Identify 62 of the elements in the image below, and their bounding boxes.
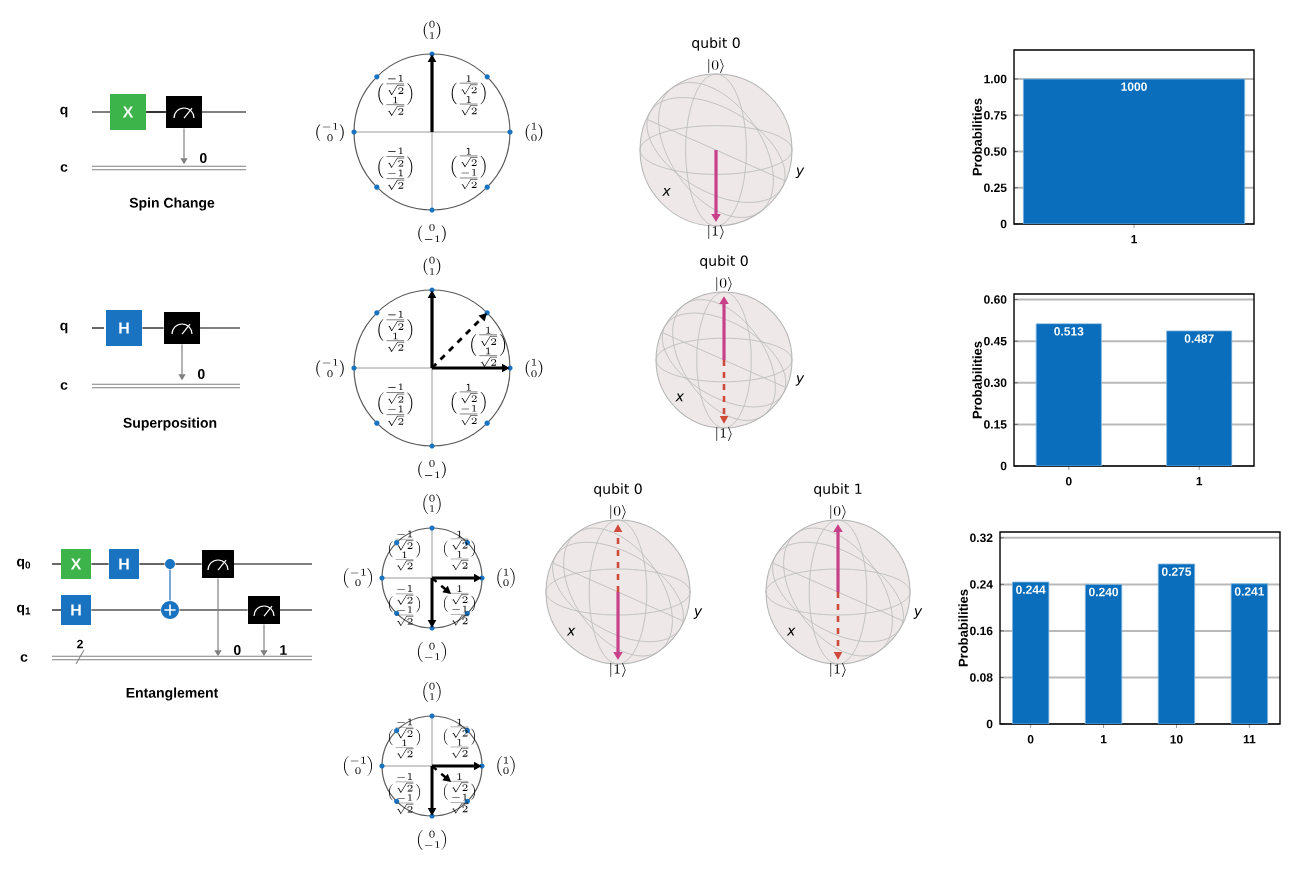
vector-label: $\binom{0}{1}$ xyxy=(423,494,441,514)
state-label: $|1\rangle$ xyxy=(610,663,626,677)
vector-label: $\binom{\frac{-1}{\sqrt{2}}}{\frac{1}{\sqrt{2}}}$ xyxy=(378,74,413,116)
measurement-box xyxy=(202,550,234,578)
gate-box: H xyxy=(106,310,142,346)
measurement-box xyxy=(164,312,200,344)
state-label: $|0\rangle$ xyxy=(830,505,846,519)
state-label: $|0\rangle$ xyxy=(708,59,724,73)
vector-label: $\binom{\frac{1}{\sqrt{2}}}{\frac{-1}{\sqrt{2}}}$ xyxy=(443,773,476,814)
vector-label: $\binom{0}{-1}$ xyxy=(418,224,446,243)
vector-label: $\binom{\frac{1}{\sqrt{2}}}{\frac{1}{\sqrt{2}}}$ xyxy=(471,326,506,367)
wire xyxy=(90,609,162,611)
vector-label: $\binom{\frac{1}{\sqrt{2}}}{\frac{1}{\sqrt{2}}}$ xyxy=(451,75,486,116)
vector-label: $\binom{-1}{0}$ xyxy=(316,122,344,142)
wire xyxy=(141,327,165,329)
vector-label: $\binom{\frac{1}{\sqrt{2}}}{\frac{-1}{\sqrt{2}}}$ xyxy=(451,147,486,190)
state-label: $|0\rangle$ xyxy=(610,505,626,519)
bar xyxy=(1012,581,1050,725)
gate-box: H xyxy=(109,549,139,579)
vector-label: $\binom{\frac{-1}{\sqrt{2}}}{\frac{1}{\sqrt{2}}}$ xyxy=(378,310,413,352)
state-label: $|1\rangle$ xyxy=(708,225,724,239)
vector-label: $\binom{-1}{0}$ xyxy=(316,358,344,378)
vector-label: $\binom{\frac{-1}{\sqrt{2}}}{\frac{-1}{\sqrt{2}}}$ xyxy=(378,383,413,426)
vector-label: $\binom{0}{1}$ xyxy=(423,20,441,39)
vector-label: $\binom{\frac{-1}{\sqrt{2}}}{\frac{1}{\sqrt{2}}}$ xyxy=(388,718,421,759)
wire xyxy=(145,111,167,113)
bar xyxy=(1084,583,1123,725)
vector-label: $\binom{1}{0}$ xyxy=(497,756,515,776)
wire xyxy=(174,563,203,565)
vector-label: $\binom{0}{-1}$ xyxy=(418,460,446,479)
vector-label: $\binom{\frac{1}{\sqrt{2}}}{\frac{-1}{\sqrt{2}}}$ xyxy=(451,383,486,426)
gate-box: X xyxy=(110,94,146,130)
vector-label: $\binom{\frac{1}{\sqrt{2}}}{\frac{1}{\sqrt{2}}}$ xyxy=(443,718,476,758)
control-line xyxy=(169,568,171,602)
vector-label: $\binom{0}{-1}$ xyxy=(417,642,447,662)
vector-label: $\binom{\frac{1}{\sqrt{2}}}{\frac{-1}{\sqrt{2}}}$ xyxy=(443,585,476,626)
vector-label: $\binom{0}{1}$ xyxy=(423,682,441,702)
wire xyxy=(90,563,110,565)
wire xyxy=(138,563,166,565)
measurement-box xyxy=(248,596,280,624)
bar xyxy=(1157,563,1196,725)
gate-box: X xyxy=(61,549,91,579)
vector-label: $\binom{\frac{-1}{\sqrt{2}}}{\frac{1}{\sqrt{2}}}$ xyxy=(388,530,421,571)
vector-label: $\binom{1}{0}$ xyxy=(525,358,543,378)
measurement-box xyxy=(166,96,202,128)
state-label: $|0\rangle$ xyxy=(716,277,732,291)
vector-label: $\binom{\frac{-1}{\sqrt{2}}}{\frac{-1}{\sqrt{2}}}$ xyxy=(378,147,413,190)
target-symbol xyxy=(161,601,179,619)
vector-label: $\binom{1}{0}$ xyxy=(525,122,543,142)
vector-label: $\binom{\frac{-1}{\sqrt{2}}}{\frac{-1}{\sqrt{2}}}$ xyxy=(388,773,421,814)
vector-label: $\binom{\frac{-1}{\sqrt{2}}}{\frac{-1}{\sqrt{2}}}$ xyxy=(388,585,421,626)
vector-label: $\binom{-1}{0}$ xyxy=(343,568,373,588)
wire xyxy=(178,609,249,611)
state-label: $|1\rangle$ xyxy=(716,427,732,441)
vector-label: $\binom{0}{-1}$ xyxy=(417,830,447,850)
vector-label: $\binom{1}{0}$ xyxy=(497,568,515,588)
vector-label: $\binom{-1}{0}$ xyxy=(343,756,373,776)
vector-label: $\binom{0}{1}$ xyxy=(423,256,441,275)
state-label: $|1\rangle$ xyxy=(830,663,846,677)
bar xyxy=(1230,583,1269,725)
gate-box: H xyxy=(61,595,91,625)
vector-label: $\binom{\frac{1}{\sqrt{2}}}{\frac{1}{\sqrt{2}}}$ xyxy=(443,530,476,570)
